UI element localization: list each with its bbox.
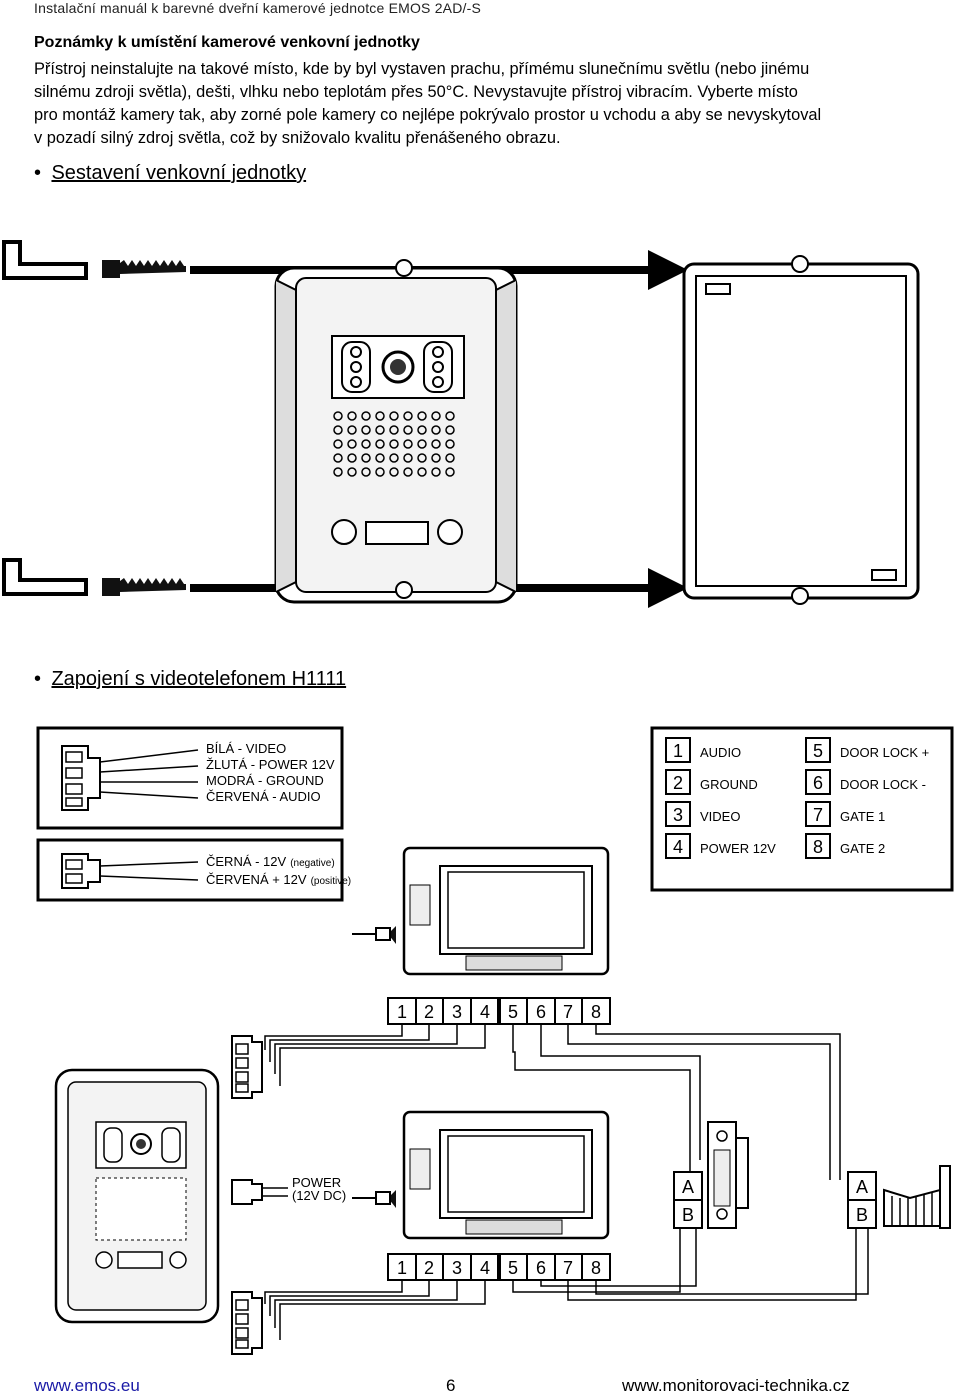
terminal-label: POWER 12V [700, 841, 776, 856]
terminal-label: AUDIO [700, 745, 741, 760]
section-wiring-title: Zapojení s videotelefonem H1111 [51, 668, 347, 690]
outdoor-camera-unit-diagram [54, 1068, 220, 1324]
power-label: POWER [292, 1175, 341, 1190]
wires-top [264, 1024, 841, 1180]
outdoor-camera-unit [274, 259, 518, 604]
terminal-num: 8 [591, 1258, 601, 1278]
legend-red-text: ČERVENÁ + 12V [206, 872, 307, 887]
terminal-num: 6 [536, 1002, 546, 1022]
terminal-num: 1 [673, 741, 683, 761]
wiring-diagram: BÍLÁ - VIDEO ŽLUTÁ - POWER 12V MODRÁ - G… [36, 726, 954, 1355]
legend-black: ČERNÁ - 12V(negative) [206, 854, 335, 869]
bullet: • [34, 162, 42, 184]
ab-terminal-gate: A B [847, 1171, 877, 1229]
footer-left-text[interactable]: www.emos.eu [34, 1376, 140, 1395]
legend-black-text: ČERNÁ - 12V [206, 854, 287, 869]
ab-terminal-lock: A B [673, 1171, 703, 1229]
terminal-label: DOOR LOCK - [840, 777, 926, 792]
ab-label: A [682, 1177, 694, 1197]
ab-label: B [682, 1205, 694, 1225]
indoor-monitor-top [352, 846, 610, 976]
terminal-num: 8 [591, 1002, 601, 1022]
power-sub-label: (12V DC) [292, 1188, 346, 1203]
terminal-num: 1 [397, 1002, 407, 1022]
wires-bottom [264, 1228, 869, 1340]
terminal-label: GATE 1 [840, 809, 885, 824]
notes-paragraph: Přístroj neinstalujte na takové místo, k… [34, 58, 934, 150]
section-wiring: • Zapojení s videotelefonem H1111 [34, 668, 346, 691]
connector-4pin-bottom [231, 1291, 263, 1355]
terminal-num: 5 [813, 741, 823, 761]
terminal-label: VIDEO [700, 809, 740, 824]
ab-label: A [856, 1177, 868, 1197]
terminal-num: 3 [673, 805, 683, 825]
document-header: Instalační manuál k barevné dveřní kamer… [34, 0, 482, 16]
allen-key-icon [2, 240, 88, 280]
terminal-legend: 1 2 3 4 5 6 7 8 AUDIO GROUND VIDEO POWER… [650, 726, 954, 892]
terminal-num: 4 [480, 1002, 490, 1022]
terminal-num: 7 [813, 805, 823, 825]
terminal-num: 5 [508, 1002, 518, 1022]
indoor-monitor-bottom [352, 1110, 610, 1240]
terminal-num: 6 [813, 773, 823, 793]
power-connector: POWER (12V DC) [231, 1175, 346, 1205]
legend-line: BÍLÁ - VIDEO [206, 741, 286, 756]
notes-line: v pozadí silný zdroj světla, což by sniž… [34, 129, 561, 147]
terminal-num: 1 [397, 1258, 407, 1278]
legend-red-note: (positive) [311, 876, 352, 887]
terminal-num: 8 [813, 837, 823, 857]
notes-heading: Poznámky k umístění kamerové venkovní je… [34, 34, 420, 51]
footer-right-text[interactable]: www.monitorovaci-technika.cz [622, 1376, 850, 1395]
legend-line: ČERVENÁ - AUDIO [206, 789, 321, 804]
ab-label: B [856, 1205, 868, 1225]
notes-line: pro montáž kamery tak, aby zorné pole ka… [34, 106, 822, 124]
terminal-num: 7 [563, 1002, 573, 1022]
connector-4pin-top [231, 1035, 263, 1099]
door-lock-icon [707, 1121, 749, 1229]
section-assembly-title: Sestavení venkovní jednotky [51, 162, 307, 184]
terminal-label: GROUND [700, 777, 758, 792]
notes-line: silnému zdroji světla), dešti, vlhku neb… [34, 83, 798, 101]
terminal-num: 4 [480, 1258, 490, 1278]
footer-right-link[interactable]: www.monitorovaci-technika.cz [622, 1376, 850, 1396]
terminal-num: 2 [424, 1002, 434, 1022]
gate-icon [883, 1165, 951, 1229]
terminal-num: 6 [536, 1258, 546, 1278]
terminal-num: 5 [508, 1258, 518, 1278]
terminal-num: 3 [452, 1002, 462, 1022]
bullet: • [34, 668, 42, 690]
terminal-num: 2 [424, 1258, 434, 1278]
screw-icon [102, 578, 186, 596]
notes-line: Přístroj neinstalujte na takové místo, k… [34, 60, 810, 78]
terminal-label: DOOR LOCK + [840, 745, 929, 760]
legend-red: ČERVENÁ + 12V (positive) [206, 872, 351, 887]
page-number: 6 [446, 1376, 456, 1395]
legend-line: ŽLUTÁ - POWER 12V [206, 757, 335, 772]
assembly-illustration [2, 240, 920, 608]
terminal-strip-top: 1 2 3 4 5 6 7 8 [387, 997, 611, 1025]
terminal-label: GATE 2 [840, 841, 885, 856]
terminal-num: 7 [563, 1258, 573, 1278]
screw-icon [102, 260, 186, 278]
cable-2wire-legend: ČERNÁ - 12V(negative) ČERVENÁ + 12V (posi… [36, 838, 351, 902]
legend-line: MODRÁ - GROUND [206, 773, 324, 788]
legend-black-note: (negative) [290, 858, 334, 869]
cable-4wire-legend: BÍLÁ - VIDEO ŽLUTÁ - POWER 12V MODRÁ - G… [36, 726, 344, 830]
section-assembly: • Sestavení venkovní jednotky [34, 162, 306, 185]
terminal-num: 2 [673, 773, 683, 793]
terminal-strip-bottom: 1 2 3 4 5 6 7 8 [387, 1253, 611, 1281]
rear-cover [682, 255, 920, 605]
terminal-num: 3 [452, 1258, 462, 1278]
allen-key-icon [2, 558, 88, 596]
terminal-num: 4 [673, 837, 683, 857]
footer-left-link[interactable]: www.emos.eu [34, 1376, 140, 1396]
